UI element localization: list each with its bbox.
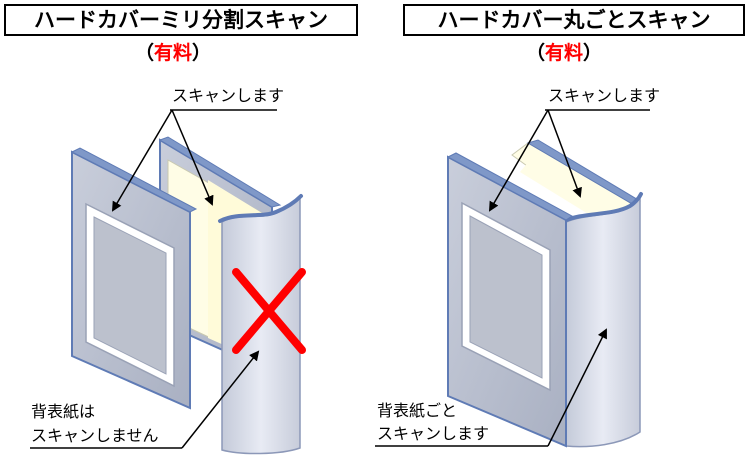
left-callout-scan: スキャンします: [172, 86, 285, 105]
right-fee-close: ）: [583, 42, 603, 64]
right-front-cover: [446, 152, 573, 448]
right-callout-arrows: [375, 109, 650, 447]
left-callout-arrows: [30, 109, 277, 449]
right-book: [446, 139, 643, 448]
left-panel-title: ハードカバーミリ分割スキャン: [4, 4, 358, 36]
left-fee-open: （: [135, 42, 155, 64]
right-callout-scan: スキャンします: [548, 86, 661, 105]
left-front-cover: [70, 147, 198, 410]
left-callout-spine-line1: 背表紙は: [31, 402, 96, 421]
left-fee-text: 有料: [154, 42, 193, 64]
right-fee-label: （有料）: [526, 38, 602, 65]
left-fee-close: ）: [192, 42, 212, 64]
right-fee-open: （: [526, 42, 546, 64]
right-callout-spine-line2: スキャンします: [377, 424, 490, 443]
right-panel-title: ハードカバー丸ごとスキャン: [403, 4, 745, 36]
left-callout-spine-line2: スキャンしません: [31, 426, 159, 445]
right-spine: [562, 192, 643, 448]
left-cross-mark: [232, 268, 306, 354]
left-book: [70, 136, 306, 455]
right-fee-text: 有料: [545, 42, 584, 64]
left-fee-label: （有料）: [135, 38, 211, 65]
right-callout-spine-line1: 背表紙ごと: [377, 401, 458, 420]
